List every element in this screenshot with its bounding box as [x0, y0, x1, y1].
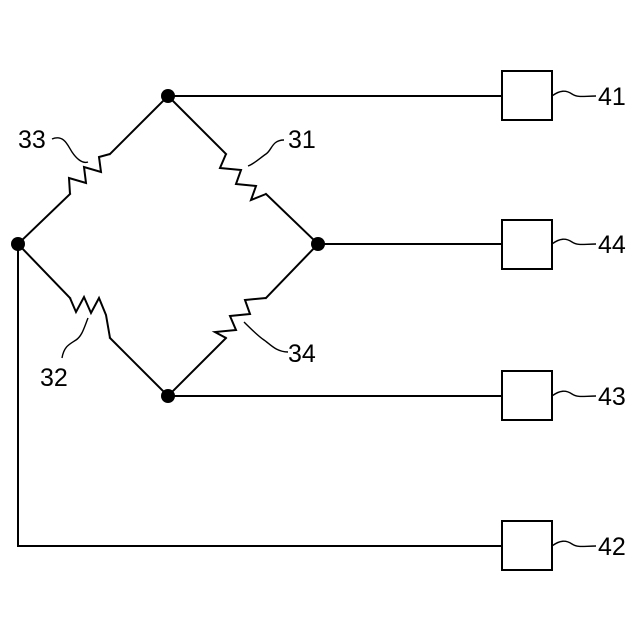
leader-32: [62, 318, 88, 358]
label-33: 33: [18, 126, 46, 154]
label-34: 34: [288, 340, 316, 368]
leader-44: [552, 239, 596, 244]
resistor-32-zigzag: [70, 297, 110, 338]
terminal-42: [502, 521, 552, 570]
terminal-43: [502, 371, 552, 420]
label-44: 44: [598, 231, 626, 259]
label-42: 42: [598, 533, 626, 561]
resistor-33: [69, 154, 110, 194]
label-41: 41: [598, 83, 626, 111]
terminals: [502, 71, 552, 570]
label-43: 43: [598, 383, 626, 411]
node-left: [11, 237, 25, 251]
wire-top-to-r33: [110, 96, 168, 154]
resistor-32: [70, 297, 110, 338]
leader-lines: [52, 91, 596, 546]
wire-r33-to-left: [18, 194, 70, 244]
wire-top-to-r31: [168, 96, 226, 154]
leader-34: [244, 322, 288, 352]
resistor-31-zigzag: [220, 154, 266, 200]
wire-right-to-r34: [266, 244, 318, 298]
wire-r34-to-bottom: [168, 338, 226, 396]
bridge-wires: [18, 96, 318, 396]
terminal-44: [502, 220, 552, 269]
label-32: 32: [40, 364, 68, 392]
output-wires: [18, 96, 502, 546]
node-bottom: [161, 389, 175, 403]
wire-r31-to-right: [266, 194, 318, 244]
node-top: [161, 89, 175, 103]
leader-42: [552, 541, 596, 546]
leader-31: [248, 140, 284, 166]
resistor-33-zigzag: [69, 154, 110, 194]
leader-43: [552, 391, 596, 396]
junction-nodes: [11, 89, 325, 403]
resistor-34-zigzag: [215, 298, 266, 338]
resistor-31: [220, 154, 266, 200]
node-right: [311, 237, 325, 251]
wire-r32-to-bottom: [110, 338, 168, 396]
leader-33: [52, 138, 88, 163]
terminal-41: [502, 71, 552, 120]
label-31: 31: [288, 126, 316, 154]
leader-41: [552, 91, 596, 96]
wire-left-to-r32: [18, 244, 70, 298]
resistor-34: [215, 298, 266, 338]
